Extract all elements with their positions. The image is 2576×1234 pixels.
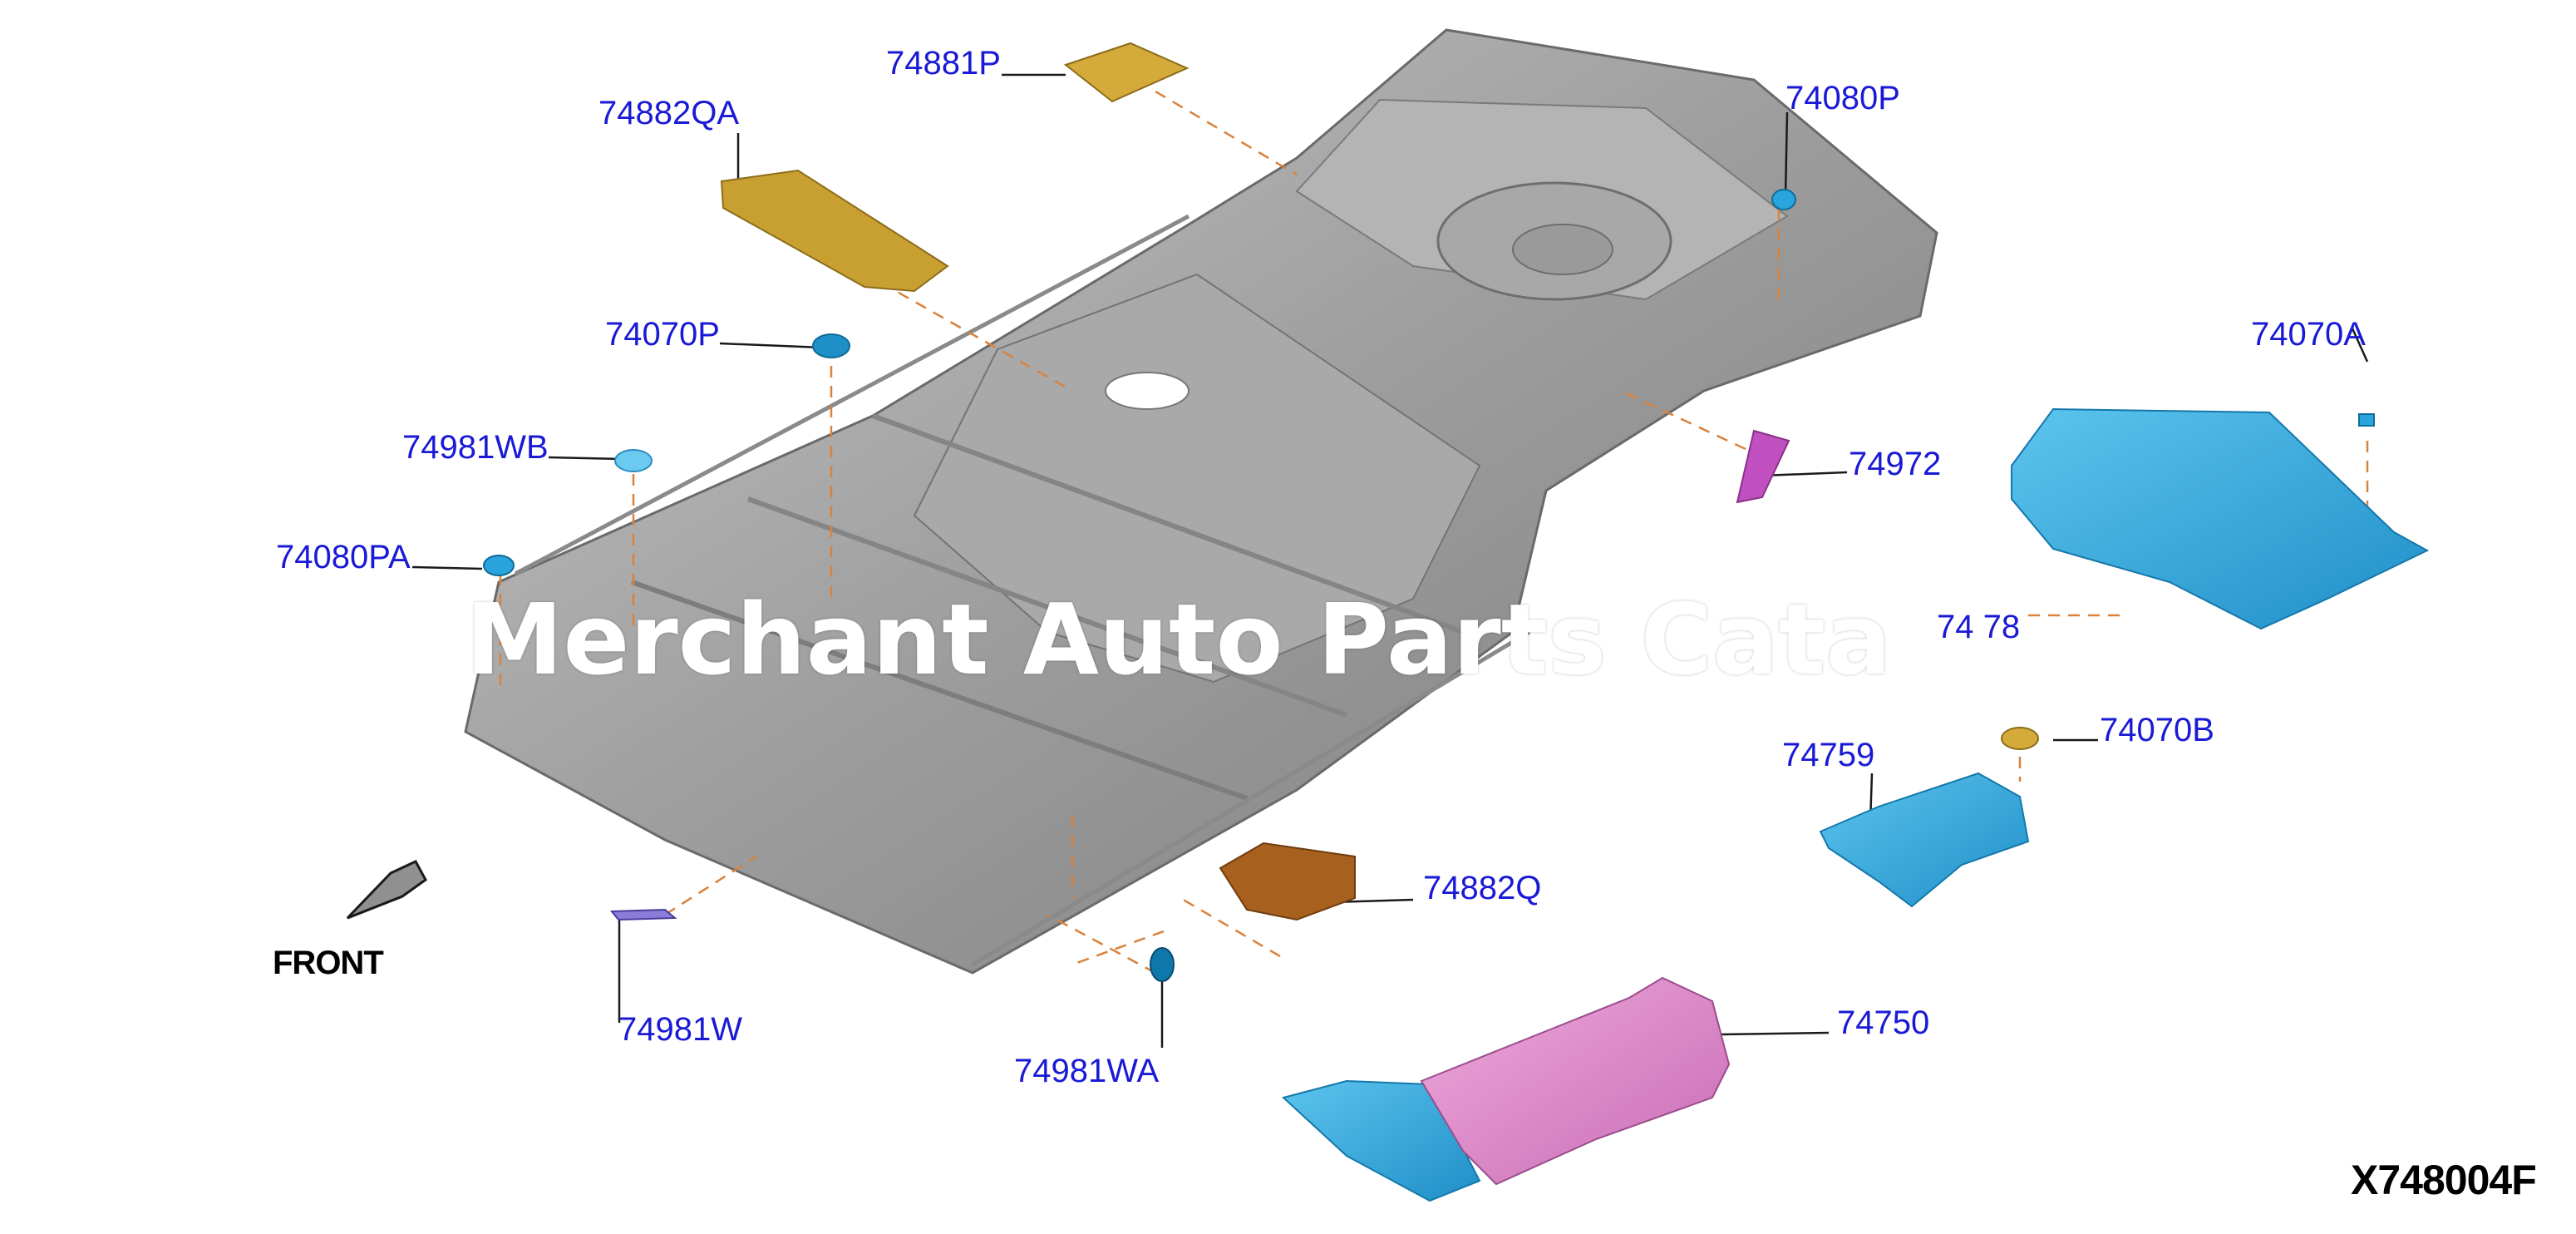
floor-side-rail	[514, 214, 1190, 576]
part-74070P-clip	[812, 333, 850, 358]
center-tunnel	[913, 273, 1481, 684]
part-blue-heat-shield-rear	[2011, 407, 2430, 630]
callout-74981WA[interactable]: 74981WA	[1014, 1053, 1160, 1089]
part-74981WB-plug	[614, 449, 653, 472]
floor-crossmember-3	[871, 413, 1465, 634]
floor-side-rail-right	[971, 629, 1531, 967]
callout-74881P[interactable]: 74881P	[886, 45, 1001, 81]
front-direction-arrow	[346, 860, 427, 920]
part-74750-heat-shield-pink	[1420, 976, 1731, 1186]
callout-74882Q[interactable]: 74882Q	[1423, 870, 1542, 906]
callout-leaders	[411, 73, 2369, 1048]
part-74070A-screw	[2358, 413, 2375, 427]
callout-74882QA[interactable]: 74882QA	[598, 95, 740, 131]
callout-74070A[interactable]: 74070A	[2251, 316, 2366, 353]
watermark: Merchant Auto Parts Cata	[465, 582, 1892, 697]
part-74759-heat-shield	[1819, 772, 2030, 908]
callout-74759[interactable]: 74759	[1782, 737, 1875, 773]
part-74972-pad	[1736, 429, 1790, 504]
callout-74070B[interactable]: 74070B	[2100, 712, 2214, 748]
tunnel-hole	[1105, 372, 1189, 410]
part-74070B-clip	[2001, 727, 2039, 750]
callout-74981WB[interactable]: 74981WB	[402, 429, 549, 466]
part-74080PA-clip	[483, 555, 515, 576]
callout-74750[interactable]: 74750	[1837, 1004, 1930, 1041]
callout-74972[interactable]: 74972	[1849, 446, 1942, 482]
floor-crossmember-1	[631, 580, 1248, 801]
callout-74981W[interactable]: 74981W	[618, 1011, 742, 1048]
callout-7478[interactable]: 74 78	[1937, 609, 2021, 645]
floor-panel-assembly	[464, 28, 1938, 975]
diagram-code: X748004F	[2351, 1157, 2537, 1203]
part-74981WA-plug	[1150, 947, 1175, 982]
floor-crossmember-2	[746, 496, 1348, 718]
part-74080P-clip	[1771, 189, 1796, 210]
part-74881P-insulator	[1063, 42, 1189, 103]
part-74981W-pad	[609, 908, 677, 921]
part-74882Q-insulator	[1219, 842, 1356, 921]
callout-74080P[interactable]: 74080P	[1785, 80, 1900, 116]
callout-74080PA[interactable]: 74080PA	[276, 539, 411, 575]
callout-74070P[interactable]: 74070P	[605, 316, 720, 353]
part-74750-heat-shield-blue	[1281, 1079, 1481, 1202]
spare-wheel-well-inner	[1512, 224, 1613, 275]
part-74882QA-insulator	[720, 169, 949, 293]
front-label: FRONT	[273, 945, 384, 981]
leader-lines	[499, 90, 2369, 975]
